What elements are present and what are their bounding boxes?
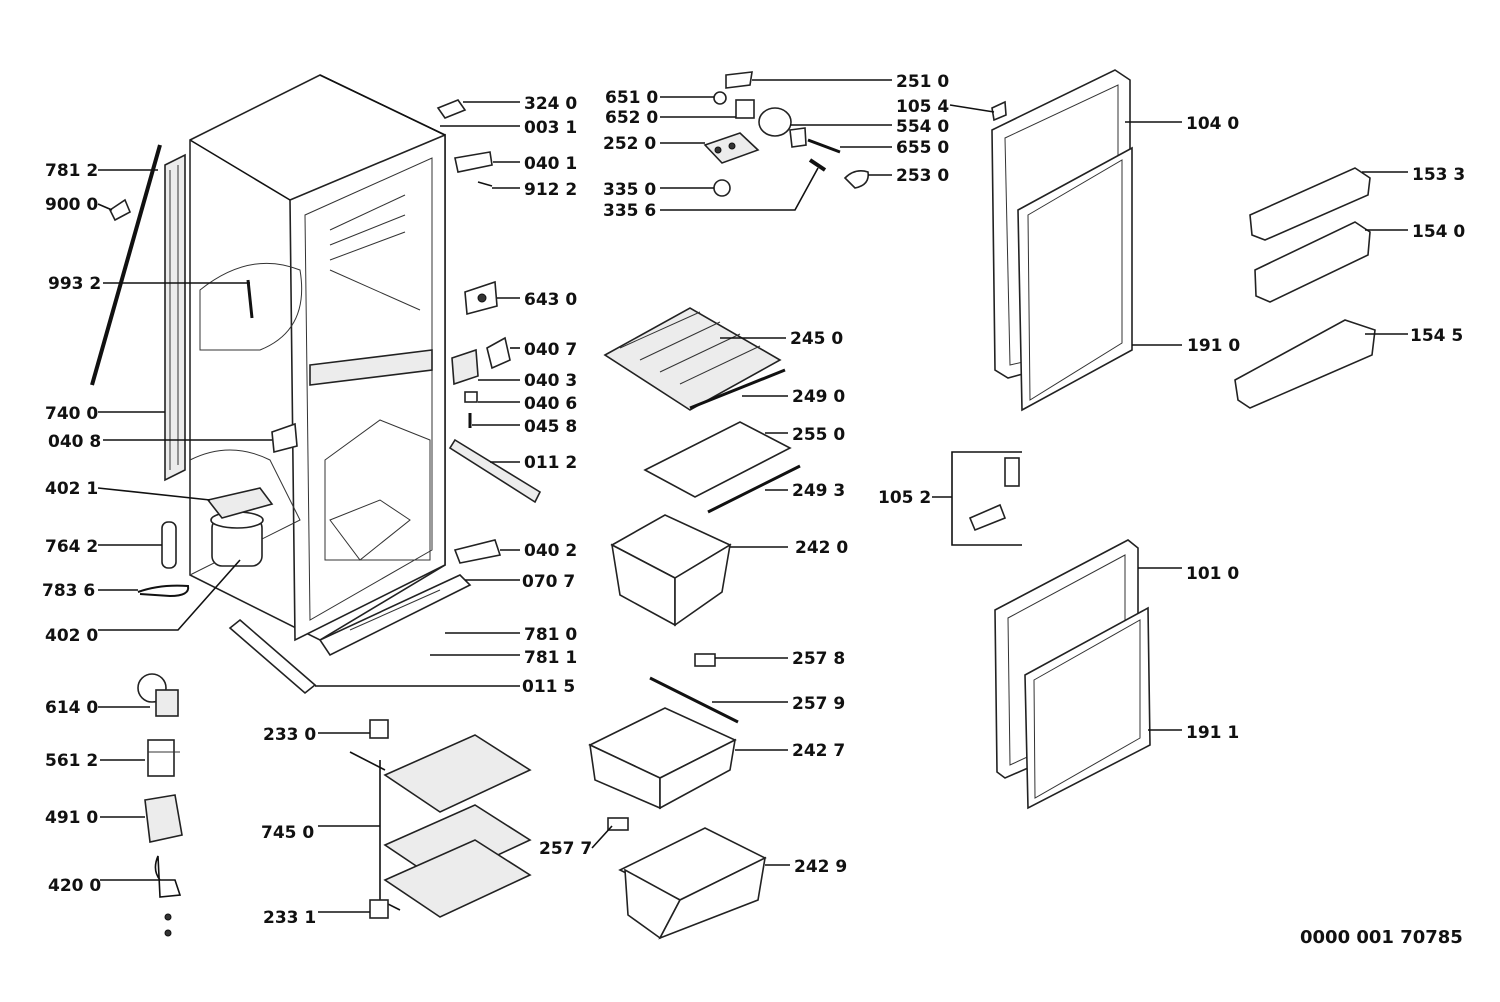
label-249-3: 249 3 xyxy=(792,481,845,501)
label-154-0: 154 0 xyxy=(1412,222,1465,242)
freezer-door xyxy=(994,539,1151,810)
part-labels: 324 0 003 1 040 1 912 2 781 2 900 0 993 … xyxy=(42,72,1465,928)
label-191-0: 191 0 xyxy=(1187,336,1240,356)
label-040-2: 040 2 xyxy=(524,541,577,561)
label-040-6: 040 6 xyxy=(524,394,577,414)
shelf-trim-249-0 xyxy=(689,368,786,410)
label-554-0: 554 0 xyxy=(896,117,949,137)
filter-dryer xyxy=(161,521,177,569)
small-parts-cabinet xyxy=(108,99,542,695)
label-153-3: 153 3 xyxy=(1412,165,1465,185)
label-154-5: 154 5 xyxy=(1410,326,1463,346)
label-643-0: 643 0 xyxy=(524,290,577,310)
label-764-2: 764 2 xyxy=(45,537,98,557)
tube xyxy=(137,584,190,598)
label-402-0: 402 0 xyxy=(45,626,98,646)
label-491-0: 491 0 xyxy=(45,808,98,828)
label-045-8: 045 8 xyxy=(524,417,577,437)
drawer-242-9 xyxy=(618,827,767,940)
freezer-wire-shelves xyxy=(349,719,532,919)
label-191-1: 191 1 xyxy=(1186,723,1239,743)
part-257-8 xyxy=(694,653,716,667)
glass-shelf xyxy=(643,421,792,498)
label-011-2: 011 2 xyxy=(524,453,577,473)
hinge-parts-group xyxy=(932,451,1022,546)
label-251-0: 251 0 xyxy=(896,72,949,92)
fridge-door xyxy=(991,69,1133,412)
crisper-cover-frame xyxy=(649,676,739,724)
label-040-7: 040 7 xyxy=(524,340,577,360)
label-257-9: 257 9 xyxy=(792,694,845,714)
label-003-1: 003 1 xyxy=(524,118,577,138)
part-257-7 xyxy=(607,817,629,831)
label-105-2: 105 2 xyxy=(878,488,931,508)
rod-781-2 xyxy=(90,144,162,386)
label-912-2: 912 2 xyxy=(524,180,577,200)
label-070-7: 070 7 xyxy=(522,572,575,592)
label-740-0: 740 0 xyxy=(45,404,98,424)
label-040-8: 040 8 xyxy=(48,432,101,452)
electrical-parts xyxy=(137,673,183,937)
label-420-0: 420 0 xyxy=(48,876,101,896)
crisper-box xyxy=(610,514,732,627)
label-242-7: 242 7 xyxy=(792,741,845,761)
label-652-0: 652 0 xyxy=(605,108,658,128)
label-104-0: 104 0 xyxy=(1186,114,1239,134)
label-335-6: 335 6 xyxy=(603,201,656,221)
condenser-coil xyxy=(164,153,186,482)
label-257-8: 257 8 xyxy=(792,649,845,669)
label-242-0: 242 0 xyxy=(795,538,848,558)
label-561-2: 561 2 xyxy=(45,751,98,771)
label-783-6: 783 6 xyxy=(42,581,95,601)
label-245-0: 245 0 xyxy=(790,329,843,349)
door-balconies xyxy=(1234,167,1376,409)
label-993-2: 993 2 xyxy=(48,274,101,294)
label-011-5: 011 5 xyxy=(522,677,575,697)
label-781-1: 781 1 xyxy=(524,648,577,668)
label-745-0: 745 0 xyxy=(261,823,314,843)
diagram-reference-code: 0000 001 70785 xyxy=(1300,927,1463,948)
label-101-0: 101 0 xyxy=(1186,564,1239,584)
shelf-trim-249-3 xyxy=(707,464,801,514)
label-781-0: 781 0 xyxy=(524,625,577,645)
label-781-2: 781 2 xyxy=(45,161,98,181)
label-614-0: 614 0 xyxy=(45,698,98,718)
label-900-0: 900 0 xyxy=(45,195,98,215)
drawer-242-7 xyxy=(588,707,737,810)
label-233-0: 233 0 xyxy=(263,725,316,745)
leader-lines xyxy=(97,79,1408,913)
label-335-0: 335 0 xyxy=(603,180,656,200)
label-651-0: 651 0 xyxy=(605,88,658,108)
label-655-0: 655 0 xyxy=(896,138,949,158)
label-255-0: 255 0 xyxy=(792,425,845,445)
part-105-4 xyxy=(991,100,1007,122)
thermostat-light-assembly xyxy=(703,71,870,197)
label-324-0: 324 0 xyxy=(524,94,577,114)
label-242-9: 242 9 xyxy=(794,857,847,877)
label-249-0: 249 0 xyxy=(792,387,845,407)
wire-shelf xyxy=(603,307,782,411)
compressor xyxy=(206,487,274,567)
label-105-4: 105 4 xyxy=(896,97,949,117)
label-040-3: 040 3 xyxy=(524,371,577,391)
label-040-1: 040 1 xyxy=(524,154,577,174)
label-233-1: 233 1 xyxy=(263,908,316,928)
label-253-0: 253 0 xyxy=(896,166,949,186)
label-257-7: 257 7 xyxy=(539,839,592,859)
label-252-0: 252 0 xyxy=(603,134,656,154)
label-402-1: 402 1 xyxy=(45,479,98,499)
